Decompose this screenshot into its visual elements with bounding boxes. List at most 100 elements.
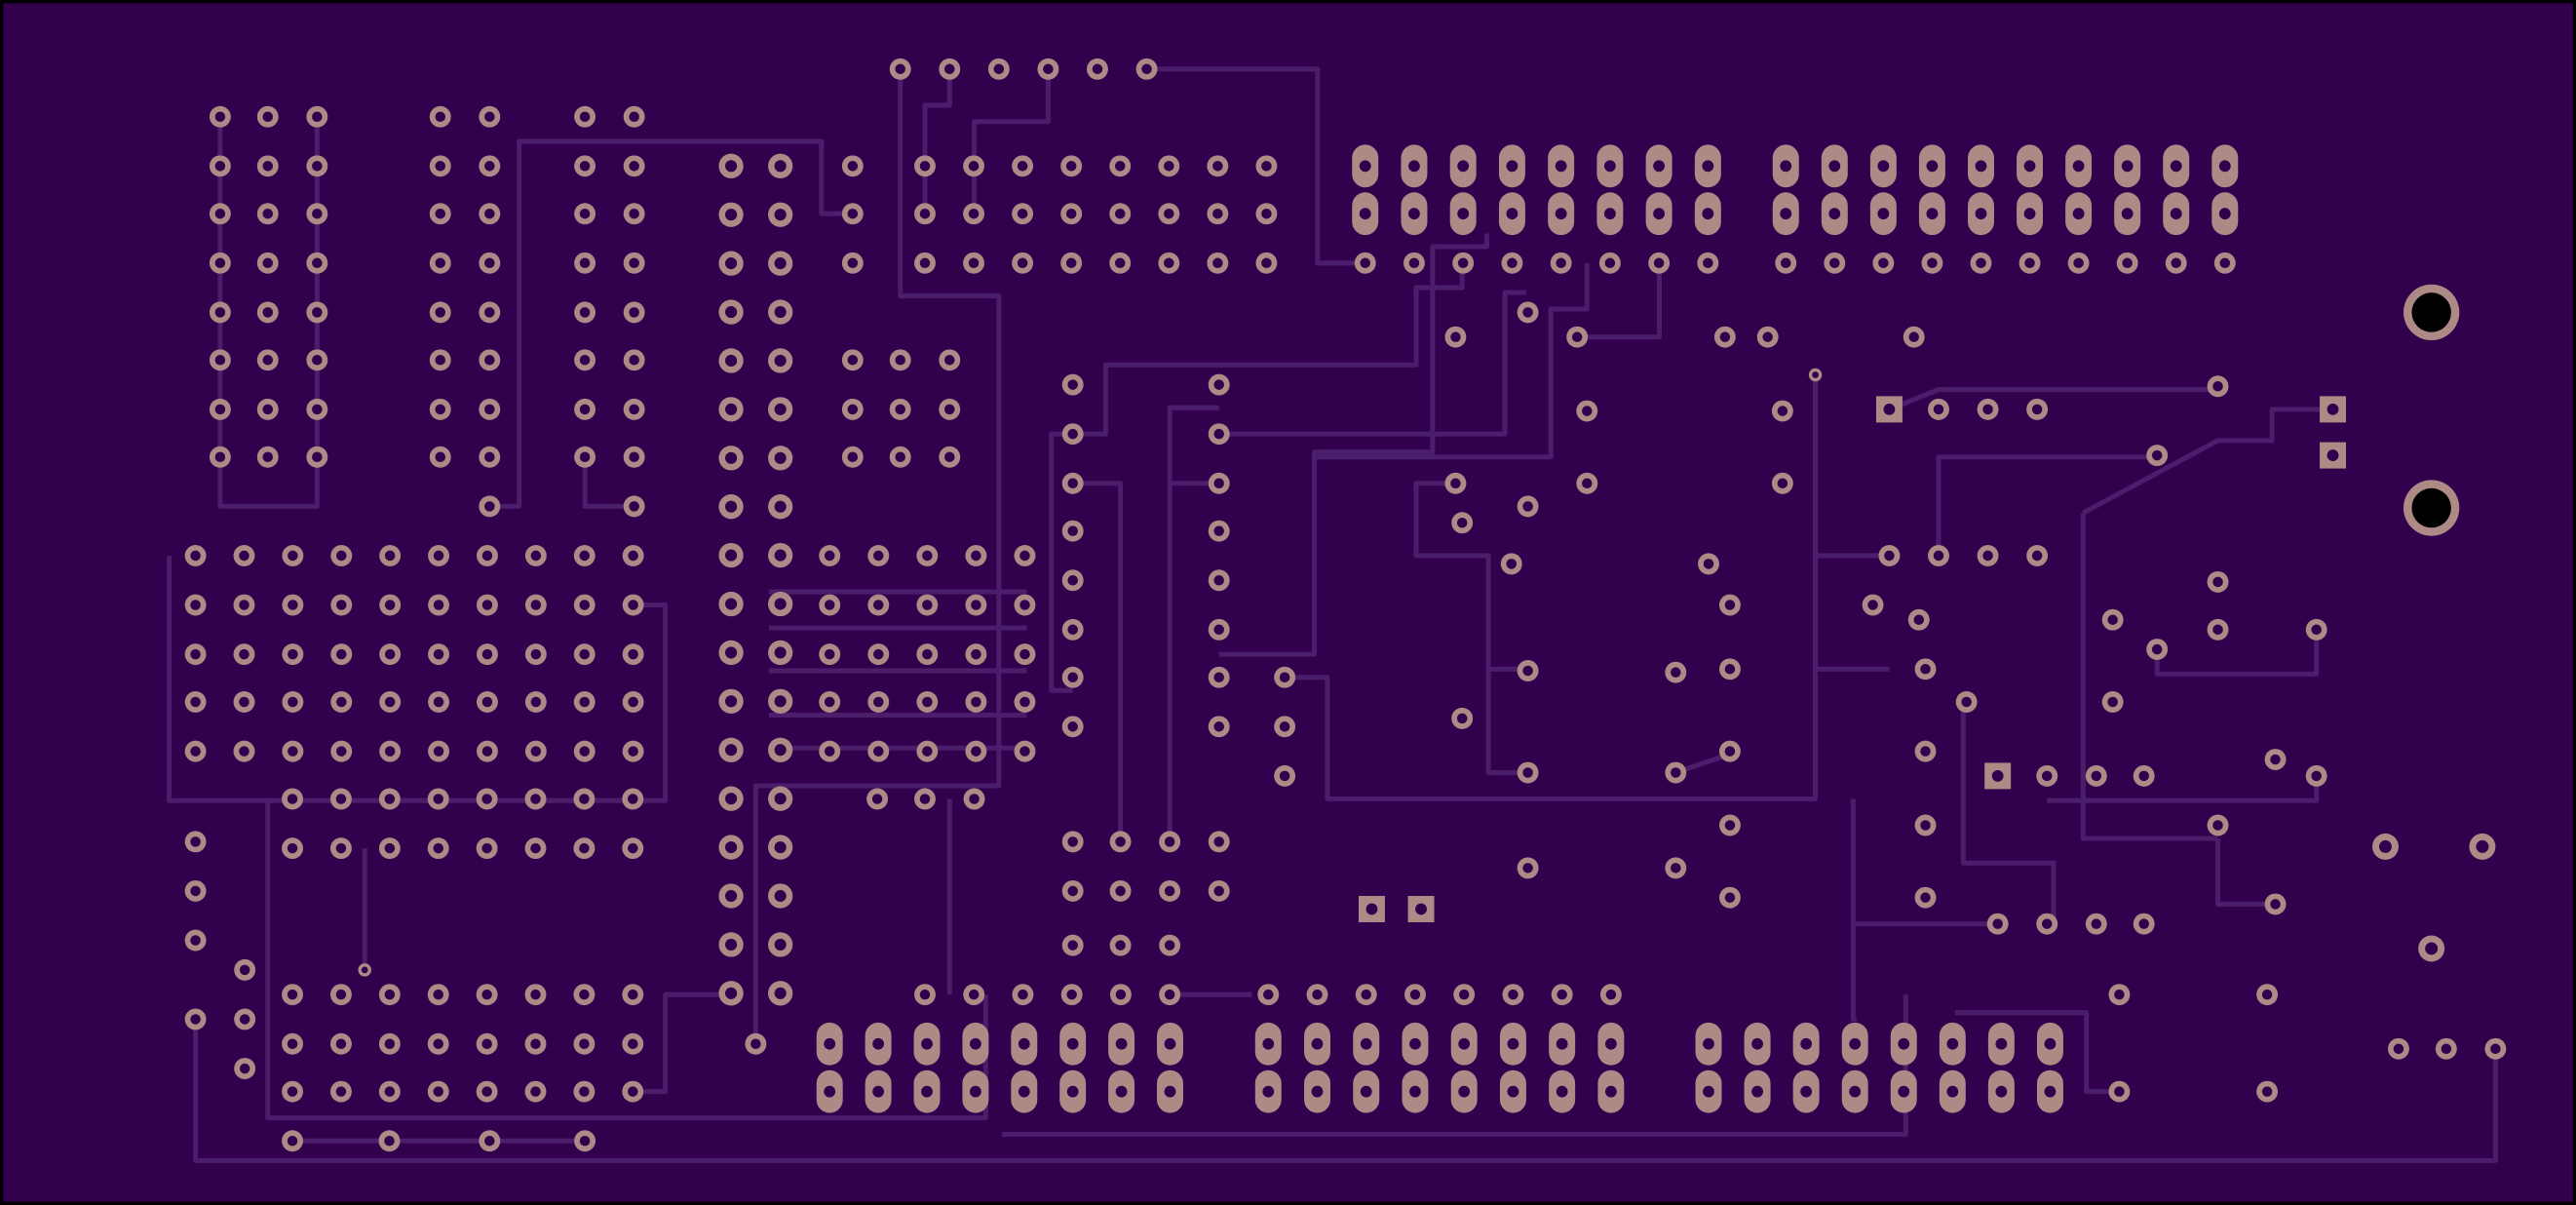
pad-drill <box>1724 664 1736 675</box>
pad-drill <box>774 354 787 368</box>
pad-drill <box>1829 257 1840 269</box>
pad-drill <box>287 989 298 1000</box>
pad-drill <box>1213 836 1224 847</box>
pad-drill <box>1555 160 1567 173</box>
pad-drill <box>214 161 226 172</box>
pad-drill <box>1777 406 1788 416</box>
pad-drill <box>922 648 933 660</box>
trace <box>634 991 732 1095</box>
pad-drill <box>214 111 226 122</box>
pad-drill <box>384 648 396 660</box>
pad-drill <box>1164 1085 1176 1098</box>
pad-drill <box>774 987 787 999</box>
pad-drill <box>312 257 323 269</box>
pad-drill <box>384 746 396 757</box>
pad-drill <box>725 695 738 708</box>
pad-drill <box>288 696 298 708</box>
pad-drill <box>921 1085 933 1098</box>
pad-drill <box>1115 885 1126 897</box>
pad-drill <box>1164 208 1174 219</box>
pad-drill <box>2114 1086 2125 1097</box>
pad-drill <box>336 746 347 757</box>
pad-drill <box>262 404 274 415</box>
pad-drill <box>190 648 201 660</box>
pad-drill <box>1115 836 1126 847</box>
pad-drill <box>871 794 883 804</box>
pad-drill <box>433 746 444 757</box>
pad-drill <box>847 208 859 219</box>
pad-drill <box>1800 1037 1813 1050</box>
pad-drill <box>1018 1085 1030 1098</box>
pad-drill <box>895 63 905 75</box>
pad-drill <box>1653 257 1665 269</box>
pad-drill <box>239 648 250 660</box>
pad-drill <box>725 257 738 270</box>
pad-drill <box>433 1038 443 1050</box>
pad-drill <box>579 1038 590 1050</box>
pad-drill <box>1982 550 1993 562</box>
pad-drill <box>384 600 396 610</box>
pad-drill <box>2107 614 2118 625</box>
pad-drill <box>1311 1085 1324 1098</box>
pad-drill <box>1800 1085 1813 1098</box>
pad-drill <box>1877 208 1890 220</box>
pad-drill <box>481 794 492 804</box>
pad-drill <box>384 1038 396 1050</box>
pad-drill <box>239 696 250 708</box>
pad-drill <box>2138 770 2149 782</box>
pad-drill <box>774 305 787 319</box>
pad-drill <box>579 404 591 415</box>
pad-drill <box>628 1086 638 1097</box>
pad-drill <box>190 550 201 562</box>
pad-drill <box>847 451 859 463</box>
pad-drill <box>384 1086 396 1097</box>
pad-drill <box>2121 208 2134 220</box>
pad-drill <box>481 648 493 660</box>
pad-drill <box>579 161 591 172</box>
pad-drill <box>895 355 905 366</box>
pad-drill <box>774 500 787 513</box>
pad-drill <box>579 989 590 1000</box>
pad-drill <box>530 648 542 660</box>
pad-drill <box>1507 1037 1519 1050</box>
pad-drill <box>1212 208 1223 219</box>
pad-drill <box>1522 665 1533 677</box>
pad-drill <box>214 404 226 415</box>
pad-drill <box>1114 208 1126 219</box>
pad-drill <box>190 935 201 946</box>
pad-drill <box>628 989 638 1000</box>
pad-drill <box>628 842 638 854</box>
pad-drill <box>1828 208 1841 220</box>
pad-drill <box>922 696 933 708</box>
pad-drill <box>1991 769 2004 782</box>
pad-drill <box>579 1086 590 1097</box>
pad-drill <box>1883 403 1896 415</box>
pad-drill <box>1409 989 1421 1000</box>
pad-drill <box>1415 903 1427 915</box>
pad-drill <box>919 161 931 172</box>
pad-drill <box>190 836 201 847</box>
pad-drill <box>579 648 590 660</box>
pad-drill <box>1017 257 1028 269</box>
pad-drill <box>312 208 323 219</box>
pad-drill <box>1867 600 1878 610</box>
pad-drill <box>1018 989 1028 1000</box>
pad-drill <box>1557 989 1567 1000</box>
pad-drill <box>2114 989 2125 1000</box>
pad-drill <box>1671 863 1681 874</box>
pad-drill <box>481 1038 492 1050</box>
trace <box>1072 262 1465 437</box>
pad-drill <box>1164 257 1174 269</box>
pad-drill <box>1703 559 1714 569</box>
pad-drill <box>774 938 787 951</box>
pad-drill <box>579 746 590 757</box>
pad-drill <box>1582 478 1593 489</box>
pad-drill <box>579 696 590 708</box>
pad-drill <box>214 208 226 219</box>
pad-drill <box>629 307 639 318</box>
pad-drill <box>1360 1085 1372 1098</box>
pad-drill <box>1603 160 1616 173</box>
pad-drill <box>1213 672 1224 682</box>
pad-drill <box>239 1014 250 1025</box>
pad-drill <box>922 600 933 610</box>
